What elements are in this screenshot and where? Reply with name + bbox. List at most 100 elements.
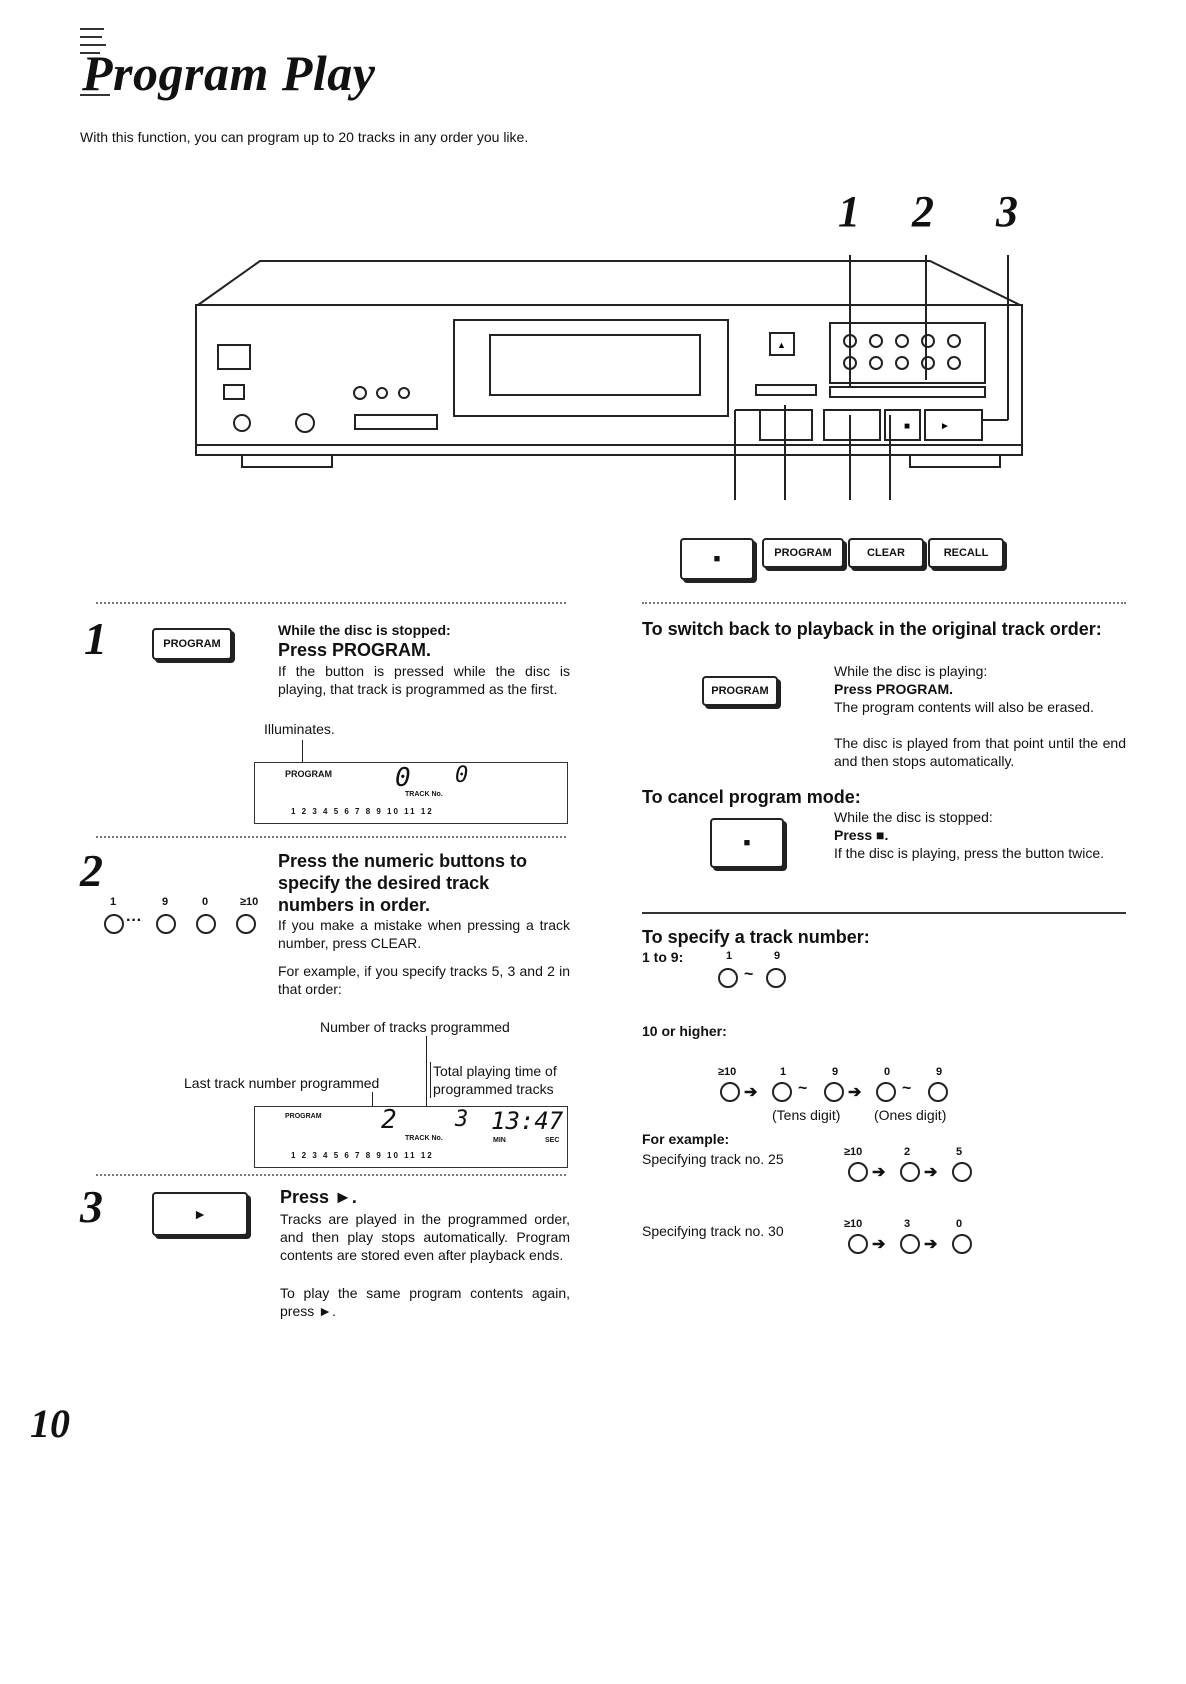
numeric-key[interactable] [900,1234,920,1254]
key-label: 5 [956,1146,963,1158]
track-count-digit: 2 [381,1105,397,1135]
stop-button[interactable]: ■ [680,538,754,580]
switch-back-note2: The disc is played from that point until… [834,735,1126,769]
page-title: Program Play [82,45,376,101]
numeric-key[interactable] [766,968,786,988]
title-decoration [80,24,170,108]
step1-display: PROGRAM 0 0 TRACK No. 1 2 3 4 5 6 7 8 9 … [254,762,568,824]
label-tracks-programmed: Number of tracks programmed [320,1019,510,1035]
range1-keys: 1 9 ~ [716,950,806,992]
divider [96,602,566,604]
key-label: 1 [726,950,733,962]
switch-back-note: The program contents will also be erased… [834,699,1094,715]
range-1-to-9: 1 to 9: [642,949,684,965]
divider [96,836,566,838]
numeric-key-0[interactable] [196,914,216,934]
tens-digit-label: (Tens digit) [772,1107,841,1123]
svg-text:▲: ▲ [777,340,786,350]
clear-button[interactable]: CLEAR [848,538,924,568]
numeric-key[interactable] [876,1082,896,1102]
track-number-row: 1 2 3 4 5 6 7 8 9 10 11 12 [291,1151,434,1160]
numeric-key-10[interactable] [236,914,256,934]
key-label: 0 [956,1218,963,1230]
example-25-keys: ≥10 2 5 ➔ ➔ [844,1146,984,1186]
key-label: 1 [780,1066,787,1078]
for-example-label: For example: [642,1131,730,1147]
key-label: 9 [936,1066,943,1078]
ellipsis: ··· [126,912,142,929]
divider [96,1174,566,1176]
svg-text:■: ■ [904,421,910,432]
step3-note2: To play the same program contents again,… [280,1285,570,1319]
range2-keys: ≥10 1 9 0 9 ➔ ~ ➔ ~ [716,1066,956,1106]
numeric-key[interactable] [952,1234,972,1254]
numeric-key[interactable] [900,1162,920,1182]
sec-label: SEC [545,1137,560,1144]
numeric-key[interactable] [772,1082,792,1102]
callout-3: 3 [996,187,1018,236]
callout-1: 1 [838,187,860,236]
step-3-number: 3 [80,1181,103,1232]
key-label: ≥10 [240,896,259,908]
step3-note: Tracks are played in the programmed orde… [280,1211,570,1263]
key-label: 0 [202,896,209,908]
key-label: ≥10 [844,1146,863,1158]
label-total-time: Total playing time of programmed tracks [430,1062,585,1098]
key-label: ≥10 [718,1066,737,1078]
example-30-keys: ≥10 3 0 ➔ ➔ [844,1218,984,1258]
step2-keys: 1 9 0 ≥10 ··· [100,896,270,936]
numeric-key[interactable] [952,1162,972,1182]
key-label: 3 [904,1218,911,1230]
numeric-key-1[interactable] [104,914,124,934]
numeric-key[interactable] [928,1082,948,1102]
example-25-label: Specifying track no. 25 [642,1151,784,1167]
ones-digit-label: (Ones digit) [874,1107,947,1123]
numeric-key-10[interactable] [848,1162,868,1182]
switch-back-program-button[interactable]: PROGRAM [702,676,778,706]
key-label: 9 [162,896,169,908]
step1-condition: While the disc is stopped: [278,622,451,638]
range-tilde: ~ [744,966,754,983]
key-label: 9 [774,950,781,962]
step1-note: If the button is pressed while the disc … [278,663,570,697]
range-10-or-higher: 10 or higher: [642,1023,727,1039]
track-number-row: 1 2 3 4 5 6 7 8 9 10 11 12 [291,807,434,816]
range-tilde: ~ [798,1080,808,1097]
key-label: 1 [110,896,117,908]
total-time: 13:47 [491,1107,564,1135]
min-label: MIN [493,1137,506,1144]
step-2-number: 2 [80,845,103,896]
program-indicator: PROGRAM [285,769,332,779]
callout-2: 2 [912,187,934,236]
cancel-stop-button[interactable]: ■ [710,818,784,868]
step1-action: Press PROGRAM. [278,640,432,660]
example-30-label: Specifying track no. 30 [642,1223,784,1239]
play-button[interactable]: ► [152,1192,248,1236]
label-last-track: Last track number programmed [184,1075,380,1091]
program-button[interactable]: PROGRAM [762,538,844,568]
numeric-key[interactable] [718,968,738,988]
page-number: 10 [30,1401,70,1446]
recall-button[interactable]: RECALL [928,538,1004,568]
key-label: 2 [904,1146,911,1158]
range-tilde: ~ [902,1080,912,1097]
numeric-key-9[interactable] [156,914,176,934]
illuminate-pointer [302,740,303,766]
program-indicator: PROGRAM [285,1113,322,1120]
numeric-key[interactable] [824,1082,844,1102]
key-label: 9 [832,1066,839,1078]
step2-display: PROGRAM 2 3 13:47 TRACK No. MIN SEC 1 2 … [254,1105,568,1168]
numeric-key-10[interactable] [848,1234,868,1254]
switch-back-action: Press PROGRAM. [834,681,954,697]
specify-heading: To specify a track number: [642,927,870,947]
cancel-action: Press ■. [834,827,889,843]
arrow-right-icon: ➔ [924,1236,938,1253]
step1-illuminates: Illuminates. [264,721,335,737]
arrow-right-icon: ➔ [872,1164,886,1181]
numeric-key-10[interactable] [720,1082,740,1102]
divider [642,912,1126,914]
key-label: ≥10 [844,1218,863,1230]
last-track-digit: 3 [455,1107,469,1132]
cancel-note: If the disc is playing, press the button… [834,845,1105,861]
step1-program-button[interactable]: PROGRAM [152,628,232,660]
